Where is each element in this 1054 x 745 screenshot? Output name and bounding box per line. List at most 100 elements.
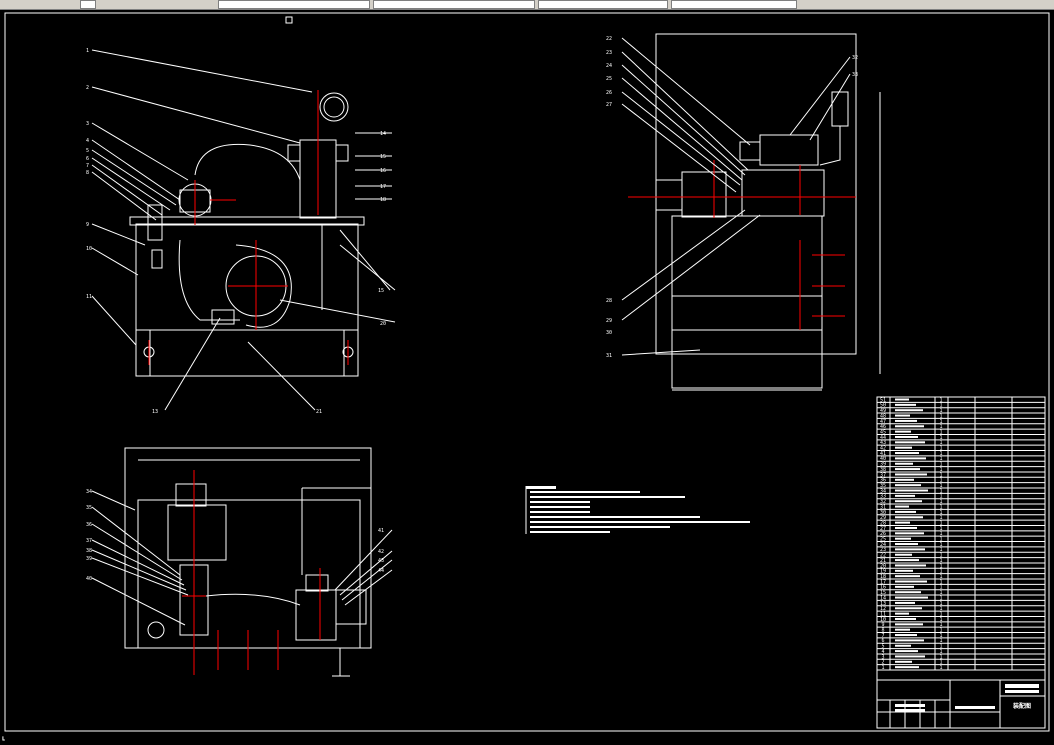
bom-quantity: 1	[939, 526, 942, 532]
bom-quantity: 1	[939, 531, 942, 537]
bom-row-number: 34	[880, 488, 886, 494]
balloon-label: 32	[852, 55, 858, 61]
bom-row-number: 38	[880, 467, 886, 473]
lineweight-dropdown[interactable]	[671, 0, 797, 9]
balloon-label: 15	[378, 288, 384, 294]
bom-part-name	[895, 585, 914, 588]
bom-row-number: 16	[880, 585, 886, 591]
bom-quantity: 1	[939, 472, 942, 478]
top-view	[91, 447, 393, 677]
bom-row-number: 44	[880, 435, 886, 441]
bom-part-name	[895, 494, 915, 497]
bom-part-name	[895, 430, 911, 433]
balloon-label: 24	[606, 63, 612, 69]
bom-row-number: 26	[880, 531, 886, 537]
bom-part-name	[895, 414, 910, 417]
balloon-label: 22	[606, 36, 612, 42]
bom-row-number: 27	[880, 526, 886, 532]
balloon-label: 17	[380, 184, 386, 190]
bom-quantity: 1	[939, 451, 942, 457]
balloon-label: 29	[606, 318, 612, 324]
technical-notes	[525, 486, 750, 534]
bom-part-name	[895, 666, 919, 669]
bom-part-name	[895, 441, 925, 444]
bom-quantity: 1	[939, 606, 942, 612]
bom-row-number: 21	[880, 558, 886, 564]
balloon-label: 28	[606, 298, 612, 304]
bom-quantity: 1	[939, 542, 942, 548]
bom-quantity: 1	[939, 429, 942, 435]
balloon-label: 4	[86, 138, 89, 144]
bom-part-name	[895, 596, 928, 599]
bom-row-number: 23	[880, 547, 886, 553]
bom-row-number: 15	[880, 590, 886, 596]
balloon-label: 23	[606, 50, 612, 56]
bom-row-number: 46	[880, 424, 886, 430]
side-view	[621, 33, 881, 391]
bom-row-number: 43	[880, 440, 886, 446]
balloon-label: 27	[606, 102, 612, 108]
balloon-label: 3	[86, 121, 89, 127]
bom-part-name	[895, 532, 924, 535]
bom-part-name	[895, 526, 917, 529]
layer-icon[interactable]	[80, 0, 96, 9]
layer-dropdown[interactable]	[218, 0, 370, 9]
bom-part-name	[895, 462, 913, 465]
bom-row-number: 47	[880, 419, 886, 425]
balloon-label: 18	[380, 197, 386, 203]
linetype-dropdown[interactable]	[538, 0, 668, 9]
bom-row-number: 25	[880, 537, 886, 543]
bom-quantity: 1	[939, 595, 942, 601]
bom-row-number: 3	[881, 654, 884, 660]
color-dropdown[interactable]	[373, 0, 535, 9]
bom-quantity: 1	[939, 403, 942, 409]
bom-quantity: 1	[939, 553, 942, 559]
bom-quantity: 1	[939, 644, 942, 650]
bom-row-number: 41	[880, 451, 886, 457]
bom-part-name	[895, 612, 909, 615]
bom-row-number: 12	[880, 606, 886, 612]
bom-part-name	[895, 473, 927, 476]
bom-quantity: 1	[939, 563, 942, 569]
bom-row-number: 32	[880, 499, 886, 505]
bom-part-name	[895, 564, 926, 567]
bom-quantity: 1	[939, 520, 942, 526]
bom-row-number: 48	[880, 413, 886, 419]
bom-row-number: 42	[880, 446, 886, 452]
bom-row-number: 37	[880, 472, 886, 478]
bom-quantity: 1	[939, 499, 942, 505]
balloon-label: 38	[86, 548, 92, 554]
bom-quantity: 1	[939, 617, 942, 623]
bom-row-number: 14	[880, 595, 886, 601]
bom-quantity: 1	[939, 408, 942, 414]
bom-row-number: 6	[881, 638, 884, 644]
bom-quantity: 1	[939, 446, 942, 452]
balloon-label: 40	[86, 576, 92, 582]
bom-quantity: 1	[939, 601, 942, 607]
balloon-label: 7	[86, 163, 89, 169]
bom-part-name	[895, 484, 921, 487]
bom-quantity: 1	[939, 478, 942, 484]
balloon-label: 26	[606, 90, 612, 96]
balloon-label: 8	[86, 170, 89, 176]
balloon-label: 25	[606, 76, 612, 82]
balloon-label: 39	[86, 556, 92, 562]
balloon-label: 37	[86, 538, 92, 544]
bom-quantity: 1	[939, 654, 942, 660]
bom-row-number: 22	[880, 553, 886, 559]
balloon-label: 10	[86, 246, 92, 252]
bom-row-number: 31	[880, 504, 886, 510]
balloon-label: 44	[378, 568, 384, 574]
bom-part-name	[895, 639, 924, 642]
bom-quantity: 1	[939, 574, 942, 580]
bom-quantity: 1	[939, 611, 942, 617]
bom-quantity: 1	[939, 579, 942, 585]
bom-quantity: 1	[939, 665, 942, 671]
drawing-svg: 装配图 123456789101113212015141516171822232…	[4, 12, 1050, 732]
bom-quantity: 1	[939, 413, 942, 419]
bom-quantity: 1	[939, 419, 942, 425]
bom-row-number: 18	[880, 574, 886, 580]
bom-row-number: 45	[880, 429, 886, 435]
